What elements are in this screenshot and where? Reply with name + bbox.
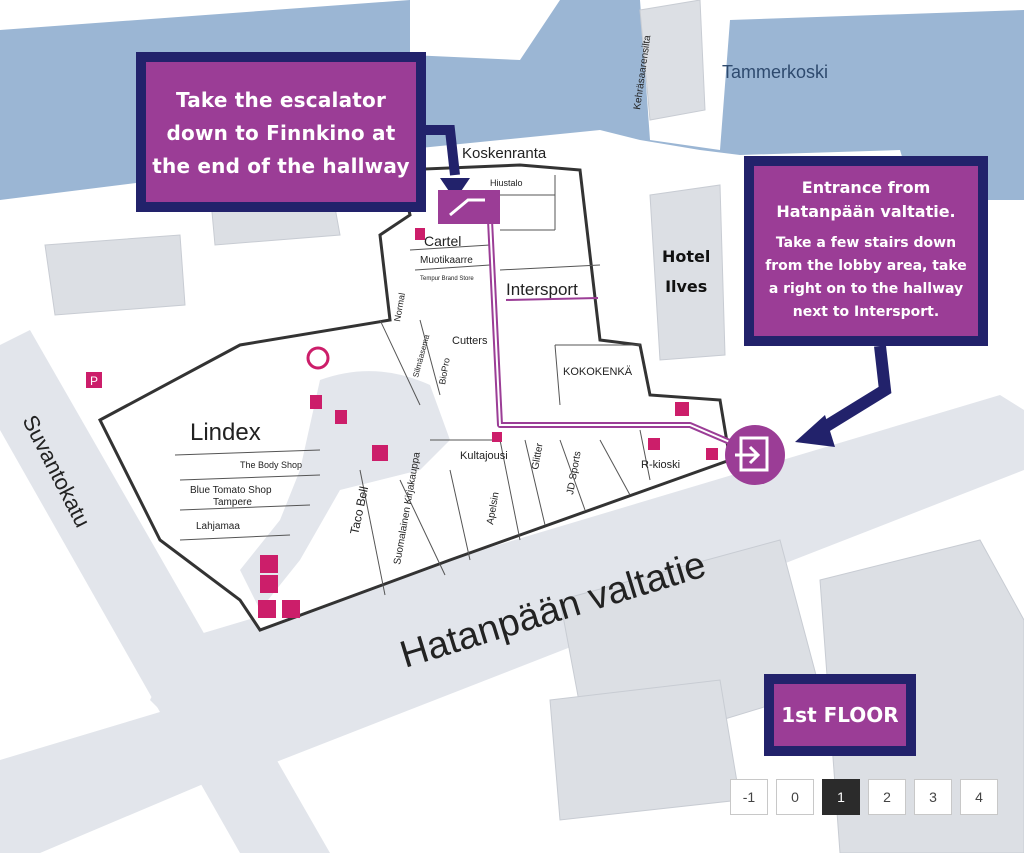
callout-entrance: Entrance from Hatanpään valtatie. Take a…	[744, 156, 988, 346]
ticket-icon	[706, 448, 718, 460]
store-body-shop[interactable]: The Body Shop	[240, 460, 302, 470]
callout-entrance-title-line1: Entrance from	[801, 178, 931, 197]
callout-entrance-body-line3: a right on to the hallway	[768, 281, 964, 297]
store-dividers	[174, 175, 651, 596]
floor-button-1[interactable]: 1	[822, 779, 860, 815]
label-parking: P	[90, 374, 98, 388]
store-kokokenka[interactable]: KOKOKENKÄ	[563, 366, 633, 378]
service-icon	[648, 438, 660, 450]
floor-button-minus1[interactable]: -1	[730, 779, 768, 815]
floor-button-2[interactable]: 2	[868, 779, 906, 815]
escalator-marker	[438, 190, 500, 224]
label-river: Tammerkoski	[722, 62, 828, 82]
callout-entrance-body-line1: Take a few stairs down	[775, 235, 957, 251]
store-glitter[interactable]: Glitter	[530, 442, 546, 471]
store-kultajousi[interactable]: Kultajousi	[460, 450, 508, 462]
arrow-escalator-head	[440, 178, 470, 200]
store-cartel[interactable]: Cartel	[424, 233, 461, 249]
route-path-outline	[489, 219, 761, 456]
store-icon	[415, 228, 425, 240]
store-r-kioski[interactable]: R-kioski	[641, 459, 680, 471]
callout-entrance-title: Entrance from Hatanpään valtatie.	[764, 176, 968, 224]
road-bottom	[0, 700, 260, 853]
floor-label: 1st FLOOR	[764, 674, 916, 756]
store-blue-tomato-2: Tampere	[213, 497, 252, 508]
info-icon-2	[335, 410, 347, 424]
label-hotel-line1: Hotel	[662, 247, 711, 266]
label-koskenranta: Koskenranta	[462, 145, 547, 162]
floor-button-4[interactable]: 4	[960, 779, 998, 815]
no-entry-icon	[306, 346, 330, 370]
road-hatanpaan-valtatie	[150, 395, 1024, 780]
store-biopro[interactable]: BioPro	[437, 357, 452, 385]
store-intersport[interactable]: Intersport	[506, 280, 578, 299]
callout-escalator-line1: Take the escalator	[175, 88, 387, 112]
road-suvantokatu	[0, 330, 330, 853]
store-muotikaarre[interactable]: Muotikaarre	[420, 255, 473, 266]
elevator-icon	[260, 575, 278, 593]
parking-icon	[86, 372, 102, 388]
atm-icon	[492, 432, 502, 442]
callout-escalator-line2: down to Finnkino at	[166, 121, 396, 145]
callout-entrance-body-line2: from the lobby area, take	[765, 258, 967, 274]
accessible-icon	[282, 600, 300, 618]
callout-escalator: Take the escalator down to Finnkino at t…	[136, 52, 426, 212]
escalator-lobby-icon	[372, 445, 388, 461]
store-hiustalo[interactable]: Hiustalo	[490, 178, 523, 188]
label-hotel: Hotel Ilves	[662, 242, 710, 302]
store-normal[interactable]: Normal	[392, 292, 407, 322]
arrow-entrance-head	[795, 415, 835, 447]
entrance-arrow-icon	[735, 445, 761, 465]
floor-button-0[interactable]: 0	[776, 779, 814, 815]
store-lahjamaa[interactable]: Lahjamaa	[196, 521, 240, 532]
store-cutters[interactable]: Cutters	[452, 335, 488, 347]
floor-button-3[interactable]: 3	[914, 779, 952, 815]
escalator-icon	[449, 198, 485, 217]
intersport-underline	[505, 297, 599, 301]
toilet-icon	[258, 600, 276, 618]
escalator-small-icon	[260, 555, 278, 573]
amenity-icons	[86, 228, 718, 618]
store-blue-tomato[interactable]: Blue Tomato Shop	[190, 485, 272, 496]
store-tempur[interactable]: Tempur Brand Store	[420, 276, 474, 282]
callout-entrance-body-line4: next to Intersport.	[792, 304, 940, 320]
info-icon-1	[310, 395, 322, 409]
arrow-entrance	[816, 345, 892, 436]
lobby-area	[240, 371, 450, 610]
callout-entrance-title-line2: Hatanpään valtatie.	[776, 202, 956, 221]
label-hotel-line2: Ilves	[665, 277, 708, 296]
stairs-icon	[675, 402, 689, 416]
floor-selector: -1 0 1 2 3 4	[730, 779, 998, 815]
callout-escalator-line3: the end of the hallway	[152, 154, 410, 178]
store-lindex[interactable]: Lindex	[190, 419, 261, 446]
arrow-escalator	[426, 125, 460, 176]
callout-entrance-body: Take a few stairs down from the lobby ar…	[764, 232, 968, 324]
